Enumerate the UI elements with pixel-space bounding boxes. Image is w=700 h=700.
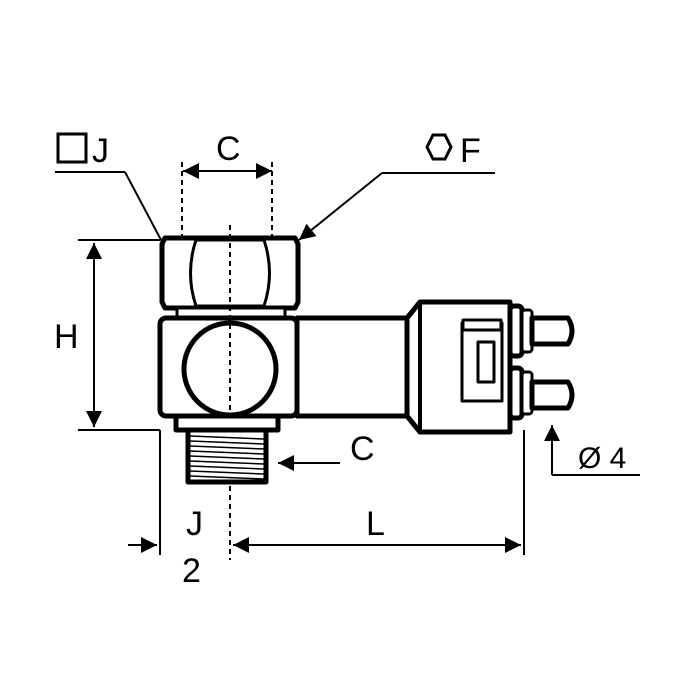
push-in-connector — [404, 299, 575, 435]
dim-c-thread-text: C — [350, 430, 375, 468]
dim-j-sub-text: 2 — [182, 552, 201, 590]
thread — [173, 413, 281, 485]
thread-line — [189, 450, 265, 455]
dim-h-text: H — [54, 318, 79, 356]
thread-line — [189, 465, 265, 470]
f-leader-arrow — [298, 172, 383, 241]
tube-body — [294, 315, 410, 419]
hex-f-label: F — [425, 132, 481, 170]
thread-line — [189, 455, 265, 460]
square-j-label: J — [56, 132, 109, 170]
dim-c-top-text: C — [216, 130, 241, 168]
square-j-text: J — [92, 132, 109, 170]
diameter-text: Ø 4 — [578, 442, 626, 475]
hexagon-icon — [425, 133, 453, 161]
swivel-body — [157, 315, 300, 419]
thread-line — [189, 460, 265, 465]
thread-line — [189, 435, 265, 440]
thread-line — [189, 440, 265, 445]
dim-j-bottom-text: J — [186, 505, 203, 543]
thread-line — [189, 475, 265, 480]
thread-line — [189, 445, 265, 450]
hex-f-text: F — [460, 132, 481, 170]
thread-line — [189, 470, 265, 475]
square-icon — [56, 132, 88, 164]
dim-l-text: L — [366, 505, 385, 543]
